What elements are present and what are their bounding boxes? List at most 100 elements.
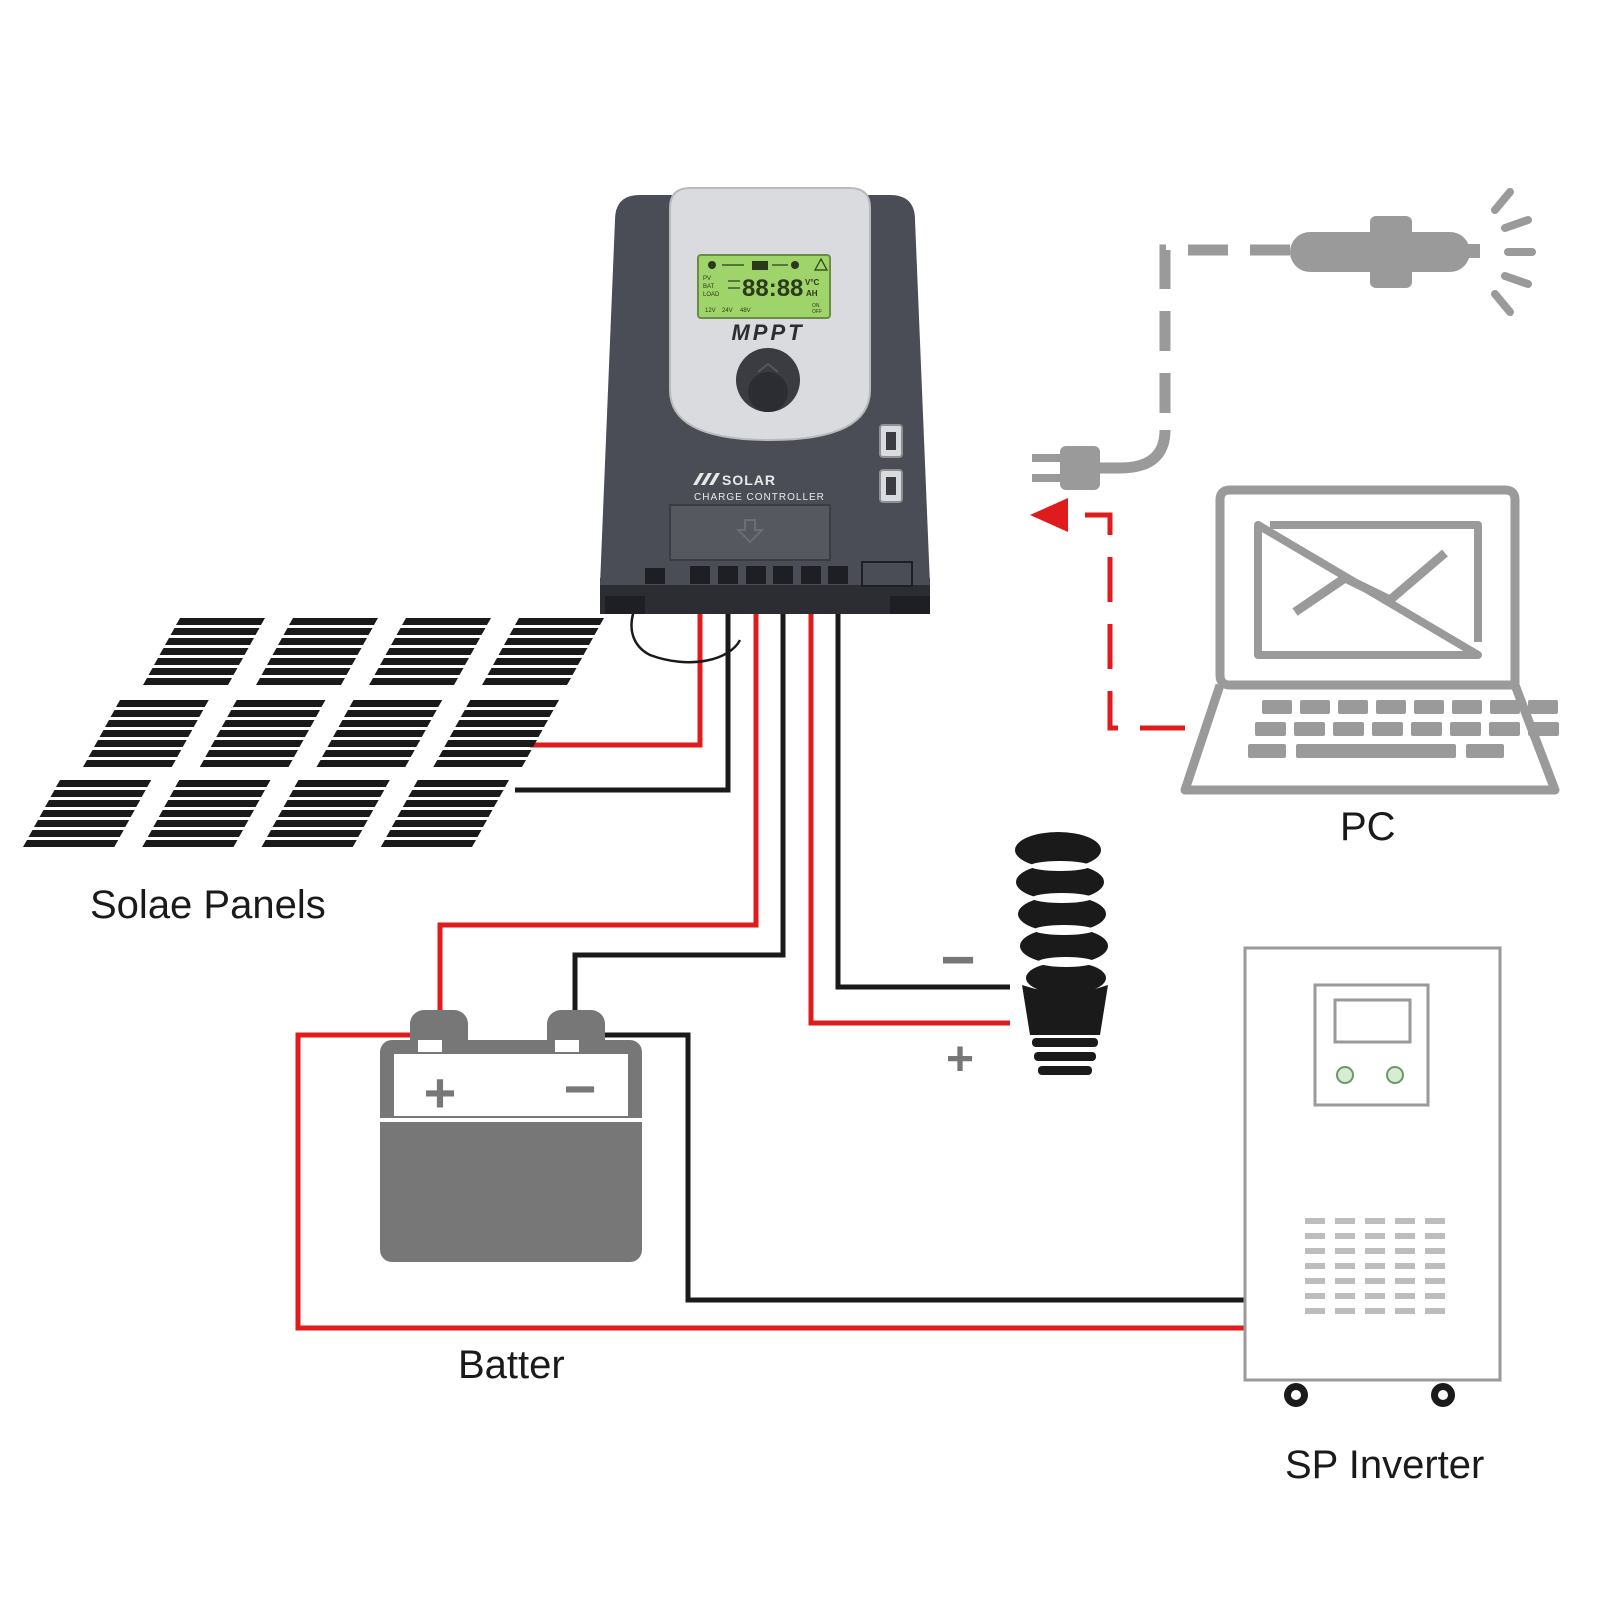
panel-cell-strip: [165, 638, 254, 645]
lcd-voltage-48: 48V: [740, 308, 751, 314]
inverter-vent: [1305, 1308, 1325, 1314]
panel-cell-strip: [154, 658, 243, 665]
panel-cell-strip: [487, 668, 577, 675]
panel-cell-strip: [316, 760, 410, 767]
lcd-off: OFF: [812, 309, 822, 315]
keyboard-key: [1489, 722, 1520, 736]
label-pc: PC: [1340, 805, 1396, 849]
inverter-vent: [1335, 1218, 1355, 1224]
wire-inverter-negative: [605, 1032, 1245, 1303]
keyboard-key: [1262, 700, 1292, 714]
panel-cell-strip: [338, 720, 432, 727]
product-line: SOLAR: [722, 472, 776, 488]
keyboard-key: [1248, 744, 1286, 758]
lcd-unit-top: V°C: [805, 278, 820, 287]
panel-cell-strip: [175, 780, 271, 787]
panel-cell-strip: [391, 820, 487, 827]
panel-cell-strip: [283, 800, 379, 807]
inverter-vent: [1395, 1263, 1415, 1269]
lcd-screen: [697, 254, 831, 319]
inverter-vent: [1335, 1233, 1355, 1239]
terminal-block: [645, 561, 913, 587]
panel-cell-strip: [50, 790, 146, 797]
inverter-vent: [1395, 1233, 1415, 1239]
keyboard-key: [1528, 700, 1558, 714]
wires: [295, 581, 1245, 1331]
panel-cell-strip: [267, 658, 356, 665]
panel-cell-strip: [267, 830, 363, 837]
panel-cell-strip: [498, 648, 588, 655]
lcd-on: ON: [812, 303, 820, 309]
inverter-vent: [1305, 1278, 1325, 1284]
keyboard-key: [1411, 722, 1442, 736]
panel-cell-strip: [232, 700, 326, 707]
panel-cell-strip: [283, 628, 373, 635]
inverter-vent: [1365, 1278, 1385, 1284]
panel-cell-strip: [460, 710, 554, 717]
panel-cell-strip: [289, 790, 385, 797]
charge-controller: PV BAT LOAD 88:88 V°C AH 12V 24V 48V ON …: [600, 187, 930, 614]
panel-cell-strip: [493, 658, 582, 665]
keyboard-key: [1333, 722, 1364, 736]
panel-cell-strip: [408, 790, 504, 797]
product-sub: CHARGE CONTROLLER: [694, 492, 825, 503]
panel-cell-strip: [278, 638, 367, 645]
wire-load-positive: [808, 595, 1010, 1026]
panel-cell-strip: [380, 658, 469, 665]
panel-cell-strip: [153, 820, 249, 827]
inverter-vent: [1365, 1233, 1385, 1239]
lcd-row-label-load: LOAD: [703, 292, 720, 298]
laptop-icon: [1180, 485, 1560, 795]
panel-cell-strip: [449, 730, 543, 737]
panel-cell-strip: [433, 760, 526, 767]
lcd-sun-icon: [708, 261, 716, 269]
inverter-vent: [1395, 1293, 1415, 1299]
inverter-vent: [1425, 1248, 1445, 1254]
inverter-vent: [1425, 1278, 1445, 1284]
inverter-vent: [1365, 1263, 1385, 1269]
panel-cell-strip: [199, 760, 293, 767]
keyboard-key: [1414, 700, 1444, 714]
panel-cell-strip: [396, 628, 486, 635]
panel-cell-strip: [23, 840, 119, 847]
panel-cell-strip: [482, 678, 571, 685]
panel-cell-strip: [272, 648, 362, 655]
panel-cell-strip: [261, 840, 357, 847]
inverter-vent: [1395, 1218, 1415, 1224]
keyboard-key: [1294, 722, 1325, 736]
panel-cell-strip: [349, 700, 443, 707]
panel-cell-strip: [369, 678, 458, 685]
inverter-vent: [1335, 1248, 1355, 1254]
panel-cell-strip: [344, 710, 437, 717]
panel-cell-strip: [83, 760, 176, 767]
inverter-vent: [1335, 1308, 1355, 1314]
panel-cell-strip: [39, 810, 135, 817]
lcd-row-label-bat: BAT: [703, 284, 715, 290]
panel-cell-strip: [261, 668, 351, 675]
inverter-vent: [1365, 1308, 1385, 1314]
battery-plus-sign: +: [424, 1061, 457, 1124]
lcd-voltage-24: 24V: [722, 308, 733, 314]
panel-cell-strip: [221, 720, 315, 727]
panel-cell-strip: [88, 750, 182, 757]
panel-cell-strip: [289, 618, 378, 625]
panel-cell-strip: [397, 810, 493, 817]
inverter-vent: [1395, 1248, 1415, 1254]
panel-cell-strip: [509, 628, 599, 635]
panel-cell-strip: [227, 710, 320, 717]
panel-cell-strip: [169, 790, 265, 797]
lcd-digits: 88:88: [742, 275, 803, 302]
car-charger-icon: [1032, 188, 1536, 490]
inverter-indicator-right: [1386, 1066, 1404, 1084]
panel-cell-strip: [56, 780, 152, 787]
inverter-indicator-left: [1336, 1066, 1354, 1084]
lcd-bulb-icon: [791, 261, 799, 269]
load-minus-sign: −: [940, 926, 975, 993]
panel-cell-strip: [45, 800, 141, 807]
panel-cell-strip: [159, 648, 249, 655]
inverter-vent: [1425, 1293, 1445, 1299]
keyboard-key: [1450, 722, 1481, 736]
product-label: SOLAR CHARGE CONTROLLER: [693, 472, 825, 503]
inverter-vent: [1305, 1218, 1325, 1224]
